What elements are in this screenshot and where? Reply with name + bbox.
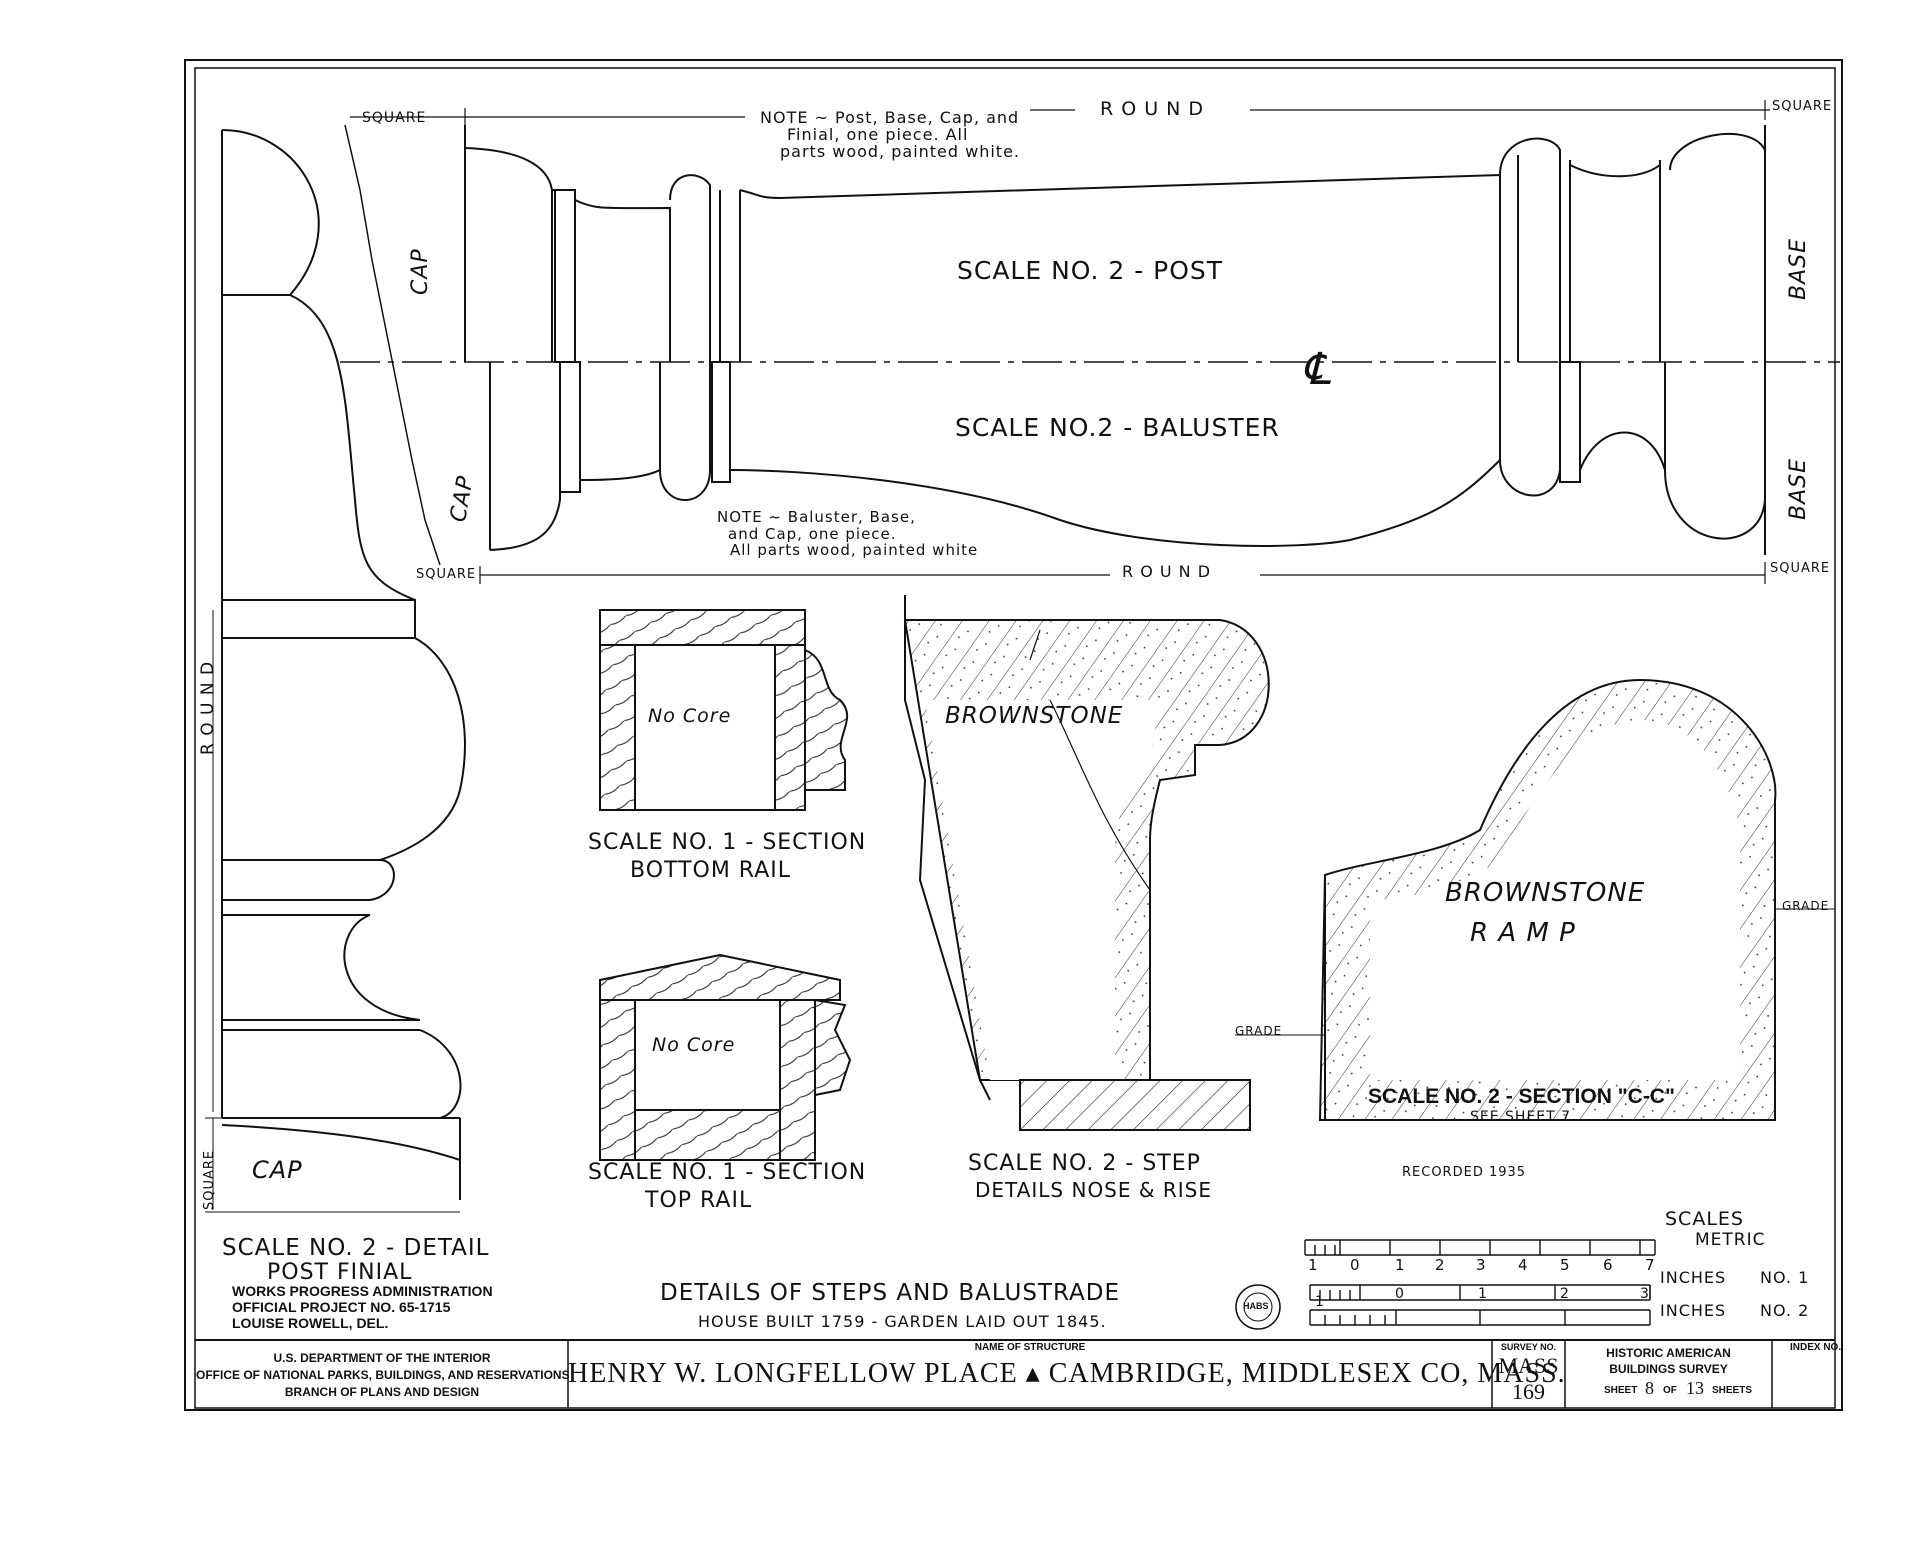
baluster-square-left: SQUARE — [416, 567, 477, 582]
habs-line-1: HISTORIC AMERICAN — [1606, 1346, 1731, 1360]
top-rail-subtitle: TOP RAIL — [645, 1188, 753, 1213]
step-subtitle: DETAILS NOSE & RISE — [975, 1178, 1212, 1202]
scale1-tick-2: 1 — [1395, 1256, 1406, 1274]
survey-label: SURVEY NO. — [1500, 1342, 1557, 1352]
habs-line-2: BUILDINGS SURVEY — [1609, 1362, 1728, 1376]
drawing-title: DETAILS OF STEPS AND BALUSTRADE — [660, 1280, 1121, 1306]
sheet-of: OF — [1663, 1385, 1677, 1396]
scales-metric: METRIC — [1695, 1230, 1766, 1250]
post-cap-label: CAP — [408, 248, 433, 295]
ramp-grade-right: GRADE — [1782, 899, 1830, 913]
baluster-note-3: All parts wood, painted white — [730, 541, 979, 559]
recorded-note: RECORDED 1935 — [1402, 1165, 1527, 1180]
bottom-rail-core: No Core — [648, 705, 732, 727]
finial-title: SCALE NO. 2 - DETAIL — [222, 1235, 490, 1261]
baluster-profile — [489, 361, 1766, 555]
sheet-prefix: SHEET — [1604, 1385, 1638, 1396]
post-note-2: Finial, one piece. All — [787, 125, 969, 144]
post-note-3: parts wood, painted white. — [780, 142, 1021, 161]
sheet-total: 13 — [1686, 1378, 1704, 1398]
survey-number: 169 — [1512, 1379, 1545, 1404]
post-round: R O U N D — [1100, 98, 1205, 120]
credit-line-2: OFFICIAL PROJECT NO. 65-1715 — [232, 1299, 451, 1315]
scales-heading: SCALES — [1665, 1208, 1744, 1230]
baluster-square-right: SQUARE — [1770, 561, 1831, 576]
scale1-tick-4: 3 — [1476, 1256, 1487, 1274]
scale1-tick-5: 4 — [1518, 1256, 1529, 1274]
top-rail-title: SCALE NO. 1 - SECTION — [588, 1160, 867, 1185]
drawing-subtitle: HOUSE BUILT 1759 - GARDEN LAID OUT 1845. — [698, 1312, 1107, 1331]
scale1-tick-6: 5 — [1560, 1256, 1571, 1274]
step-title: SCALE NO. 2 - STEP — [968, 1151, 1201, 1176]
ramp-grade-left: GRADE — [1235, 1024, 1283, 1038]
credit-line-1: WORKS PROGRESS ADMINISTRATION — [232, 1283, 493, 1299]
post-square-right: SQUARE — [1772, 99, 1833, 114]
scale1-tick-3: 2 — [1435, 1256, 1446, 1274]
inner-border — [194, 67, 1836, 1409]
structure-name: HENRY W. LONGFELLOW PLACE ▴ CAMBRIDGE, M… — [568, 1358, 1566, 1389]
sheet-suffix: SHEETS — [1712, 1385, 1753, 1396]
post-title: SCALE NO. 2 - POST — [957, 256, 1224, 285]
index-label: INDEX NO. — [1790, 1342, 1842, 1353]
agency-line-3: BRANCH OF PLANS AND DESIGN — [284, 1385, 480, 1399]
centerline-symbol: ℄ — [1302, 345, 1331, 394]
scale1-tick-0: 1 — [1308, 1256, 1319, 1274]
top-rail-section — [599, 953, 852, 1161]
baluster-round: R O U N D — [1122, 562, 1212, 581]
ramp-title: SCALE NO. 2 - SECTION "C-C" — [1368, 1085, 1675, 1108]
scale2-tick-0: 1 — [1315, 1294, 1325, 1310]
post-note-1: NOTE ~ Post, Base, Cap, and — [760, 108, 1020, 127]
scale1-tick-7: 6 — [1603, 1256, 1614, 1274]
step-material: BROWNSTONE — [945, 703, 1124, 729]
scale1-tick-8: 7 — [1645, 1256, 1656, 1274]
finial-profile — [221, 129, 466, 1200]
bottom-rail-title: SCALE NO. 1 - SECTION — [588, 830, 867, 855]
ramp-material-1: BROWNSTONE — [1445, 878, 1646, 908]
top-rail-core: No Core — [652, 1034, 736, 1056]
agency-line-1: U.S. DEPARTMENT OF THE INTERIOR — [273, 1351, 491, 1365]
bottom-rail-subtitle: BOTTOM RAIL — [630, 858, 791, 883]
scale2-tick-4: 3 — [1640, 1286, 1650, 1302]
structure-name-label: NAME OF STRUCTURE — [974, 1342, 1086, 1353]
scale2-tick-2: 1 — [1478, 1286, 1488, 1302]
finial-square: SQUARE — [202, 1149, 217, 1210]
ramp-section — [1318, 678, 1777, 1121]
post-base-label: BASE — [1786, 237, 1811, 300]
bottom-rail-section — [599, 609, 849, 811]
finial-cap: CAP — [252, 1156, 303, 1184]
scale-bars — [1304, 1239, 1656, 1326]
baluster-note-1: NOTE ~ Baluster, Base, — [717, 508, 916, 526]
seal-label: HABS — [1243, 1301, 1269, 1311]
scale1-no: NO. 1 — [1760, 1268, 1810, 1287]
ramp-subtitle: SEE SHEET 7 — [1470, 1109, 1572, 1125]
credit-line-3: LOUISE ROWELL, DEL. — [232, 1315, 389, 1331]
baluster-title: SCALE NO.2 - BALUSTER — [955, 413, 1280, 442]
scale2-no: NO. 2 — [1760, 1301, 1810, 1320]
post-profile — [464, 125, 1766, 363]
agency-line-2: OFFICE OF NATIONAL PARKS, BUILDINGS, AND… — [196, 1368, 570, 1382]
scale1-tick-1: 0 — [1350, 1256, 1361, 1274]
baluster-note-2: and Cap, one piece. — [728, 525, 897, 543]
baluster-base-label: BASE — [1786, 457, 1811, 520]
scale2-tick-3: 2 — [1560, 1286, 1570, 1302]
finial-round: R O U N D — [198, 660, 218, 755]
post-square-left: SQUARE — [362, 110, 427, 126]
seal-outline — [1235, 1284, 1281, 1330]
scale2-tick-1: 0 — [1395, 1286, 1405, 1302]
step-section — [903, 595, 1270, 1131]
scale1-inches: INCHES — [1660, 1268, 1727, 1287]
finial-subtitle: POST FINIAL — [267, 1260, 413, 1285]
scale2-inches: INCHES — [1660, 1301, 1727, 1320]
outer-border — [184, 59, 1843, 1411]
survey-state: MASS — [1498, 1353, 1559, 1378]
sheet-number: 8 — [1645, 1378, 1654, 1398]
ramp-material-2: R A M P — [1470, 918, 1576, 948]
